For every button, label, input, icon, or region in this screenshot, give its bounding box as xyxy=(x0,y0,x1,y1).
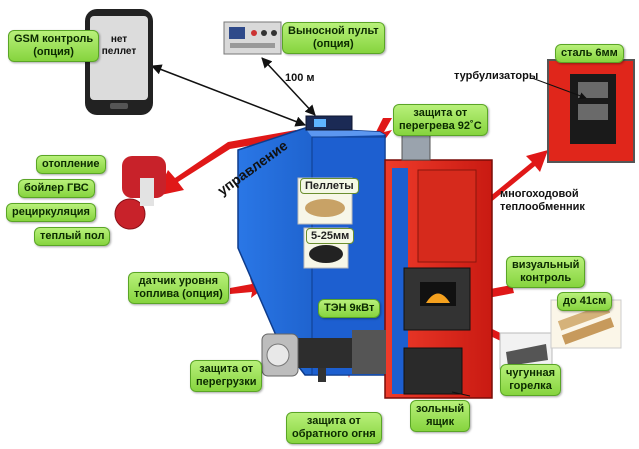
phone-line-1: нет xyxy=(110,34,128,45)
boiler-body xyxy=(384,133,493,399)
turbulizers-label: турбулизаторы xyxy=(454,70,539,82)
ash-box-label: зольный ящик xyxy=(410,400,471,432)
heat-exchanger-inset xyxy=(547,59,635,163)
circulation-pump xyxy=(114,156,166,230)
ash-line-1: зольный xyxy=(416,403,465,415)
distance-label: 100 м xyxy=(285,72,315,84)
ash-line-2: ящик xyxy=(426,416,455,428)
pump-output-dhw: бойлер ГВС xyxy=(18,179,95,198)
remote-line-2: (опция) xyxy=(313,38,354,50)
burner-label: чугунная горелка xyxy=(500,364,562,396)
fuel-sensor-line-1: датчик уровня xyxy=(138,275,219,287)
overheat-line-1: защита от xyxy=(413,107,468,119)
overload-line-2: перегрузки xyxy=(196,376,257,388)
overload-line-1: защита от xyxy=(199,363,254,375)
pump-output-recirculation: рециркуляция xyxy=(6,203,96,222)
heat-exchanger-line-2: теплообменник xyxy=(500,201,585,213)
phone-screen-text: нет пеллет xyxy=(95,34,143,58)
fuel-sensor-label: датчик уровня топлива (опция) xyxy=(128,272,229,304)
pointer-lines xyxy=(451,77,587,397)
visual-line-1: визуальный xyxy=(512,259,580,271)
burner-inset xyxy=(499,332,553,370)
ten-label: ТЭН 9кВт xyxy=(318,299,381,318)
heat-exchanger-line-1: многоходовой xyxy=(500,188,579,200)
remote-line-1: Выносной пульт xyxy=(288,25,379,37)
overload-label: защита от перегрузки xyxy=(190,360,263,392)
visual-line-2: контроль xyxy=(520,272,572,284)
pellets-label: Пеллеты xyxy=(300,178,359,194)
gsm-label: GSM контроль (опция) xyxy=(8,30,100,62)
backfire-line-1: защита от xyxy=(306,415,361,427)
size-label: до 41см xyxy=(557,292,613,311)
burner-line-1: чугунная xyxy=(506,367,556,379)
pump-output-floor: теплый пол xyxy=(34,227,111,246)
steel-label: сталь 6мм xyxy=(555,44,624,63)
heat-exchanger-label: многоходовой теплообменник xyxy=(500,188,585,214)
pump-output-heating: отопление xyxy=(36,155,106,174)
gsm-line-2: (опция) xyxy=(33,46,74,58)
gsm-line-1: GSM контроль xyxy=(14,33,94,45)
signal-lines xyxy=(151,57,316,127)
burner-line-2: горелка xyxy=(509,380,552,392)
fuel-sensor-line-2: топлива (опция) xyxy=(134,288,223,300)
overheat-line-2: перегрева 92˚С xyxy=(399,120,482,132)
remote-label: Выносной пульт (опция) xyxy=(282,22,385,54)
overheat-label: защита от перегрева 92˚С xyxy=(393,104,488,136)
backfire-label: защита от обратного огня xyxy=(286,412,382,444)
visual-label: визуальный контроль xyxy=(506,256,586,288)
gsm-phone xyxy=(85,9,153,115)
pellet-size-label: 5-25мм xyxy=(306,228,355,244)
phone-line-2: пеллет xyxy=(101,46,137,57)
backfire-line-2: обратного огня xyxy=(292,428,376,440)
auger-unit xyxy=(261,330,386,382)
remote-panel xyxy=(223,21,282,55)
